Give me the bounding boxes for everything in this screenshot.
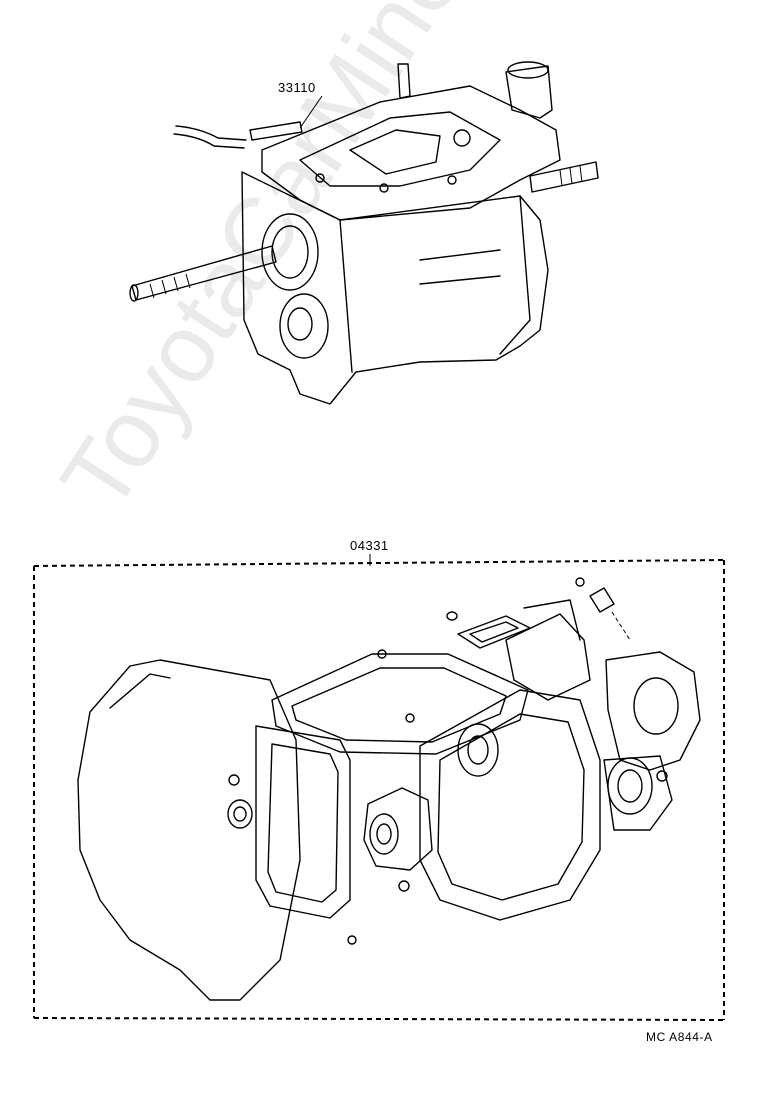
front-gasket xyxy=(255,725,351,919)
intermediate-plate xyxy=(419,689,601,921)
intermediate-bearing xyxy=(457,723,499,777)
transmission-assembly-drawing xyxy=(129,61,599,405)
lift-hook xyxy=(397,63,411,99)
main-case xyxy=(241,171,549,405)
leader-line-33110 xyxy=(299,95,323,129)
breather-hose xyxy=(175,125,247,141)
gasket-kit-box xyxy=(33,554,725,1021)
figure-code: MC A844-A xyxy=(646,1030,713,1044)
retainer-gasket xyxy=(363,787,433,871)
rear-oil-seal xyxy=(607,757,653,815)
rear-cover xyxy=(605,651,701,771)
gasket-set-drawing xyxy=(77,577,701,1001)
front-oil-seal xyxy=(369,813,399,855)
clutch-seal xyxy=(227,799,253,829)
part-number-04331: 04331 xyxy=(350,538,389,553)
extension-gasket xyxy=(505,613,591,701)
o-ring-1 xyxy=(446,611,458,621)
top-cover-gasket xyxy=(271,653,529,755)
shift-cover xyxy=(261,85,561,221)
vent-pipe xyxy=(249,121,303,141)
bell-housing xyxy=(77,659,301,1001)
input-shaft xyxy=(131,245,277,301)
drain-plug xyxy=(589,587,615,613)
output-shaft xyxy=(529,161,599,193)
shift-tower xyxy=(505,65,553,119)
shift-bolt-1 xyxy=(453,129,471,147)
bearing-retainer xyxy=(261,213,319,291)
part-number-33110: 33110 xyxy=(278,80,316,95)
lower-bearing xyxy=(279,293,329,359)
tower-gasket xyxy=(457,615,531,649)
